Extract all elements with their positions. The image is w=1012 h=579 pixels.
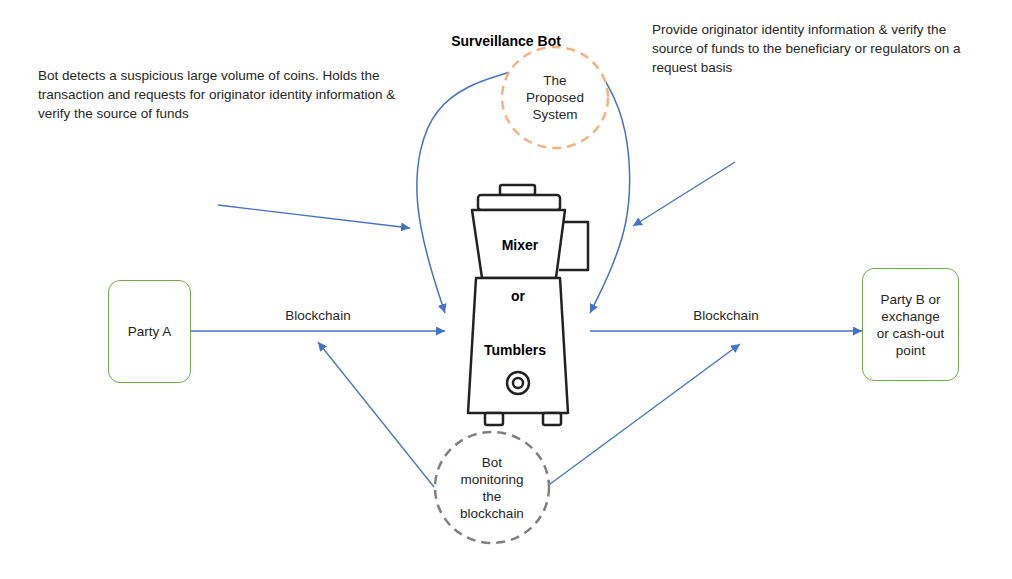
flow-arrow [191, 330, 445, 332]
dashed-ellipse: The Proposed System [500, 45, 610, 150]
node-label: The Proposed System [519, 72, 591, 123]
blender-knob-top [500, 185, 535, 195]
callout-note: Provide originator identity information … [652, 20, 972, 77]
mixer-label: Mixer [502, 236, 539, 254]
leader-arrow [218, 205, 410, 228]
node-body: Bot monitoring the blockchain [433, 430, 551, 545]
monitor-arrow [546, 344, 740, 487]
blender-foot [543, 413, 561, 425]
mixer-label: or [511, 287, 525, 305]
party-box: Party B or exchange or cash-out point [862, 268, 959, 381]
callout-note: Bot detects a suspicious large volume of… [38, 66, 410, 123]
mixer-blender: Mixer orTumblers [445, 178, 590, 433]
edge-label: Blockchain [282, 307, 353, 325]
dashed-ellipse: Bot monitoring the blockchain [433, 430, 551, 545]
blender-icon [468, 185, 588, 425]
monitor-arrow [318, 342, 434, 487]
node-body: Party B or exchange or cash-out point [863, 269, 958, 380]
ellipse-outline [433, 430, 551, 545]
blender-dial [507, 372, 529, 394]
blender-foot [485, 413, 503, 425]
node-label: Bot monitoring the blockchain [452, 454, 532, 522]
blender-jar [472, 210, 565, 278]
node-label: Party A [128, 323, 172, 340]
node-label: Party B or exchange or cash-out point [875, 291, 947, 359]
node-body: Party A [109, 281, 190, 382]
party-box: Party A [108, 280, 191, 383]
edge-label: Blockchain [690, 307, 761, 325]
mixer-label: Tumblers [484, 341, 546, 359]
flow-arrow [417, 72, 509, 313]
blender-lid [478, 195, 560, 210]
ellipse-border [435, 432, 549, 543]
leader-arrow [633, 162, 735, 226]
node-body: The Proposed System [500, 45, 610, 150]
ellipse-border [502, 47, 608, 148]
blender-base [468, 278, 568, 413]
blender-dial [513, 378, 523, 388]
flow-arrow [590, 330, 862, 332]
